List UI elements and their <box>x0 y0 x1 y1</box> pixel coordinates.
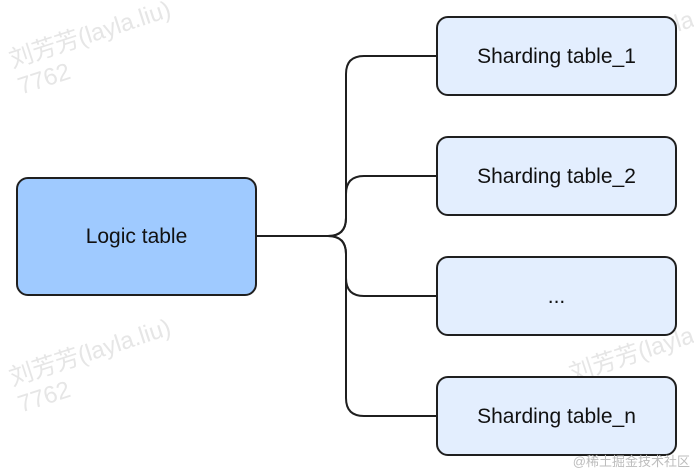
connector-to-child-2 <box>327 175 437 237</box>
sharding-table-ellipsis-label: ... <box>547 284 566 308</box>
sharding-table-n-node: Sharding table_n <box>436 376 677 456</box>
sharding-table-1-label: Sharding table_1 <box>477 44 636 68</box>
logic-table-label: Logic table <box>85 225 188 248</box>
sharding-table-ellipsis-node: ... <box>436 256 677 336</box>
sharding-table-2-node: Sharding table_2 <box>436 136 677 216</box>
source-credit: @稀土掘金技术社区 <box>572 454 690 469</box>
sharding-table-n-label: Sharding table_n <box>477 404 636 428</box>
connector-to-child-4 <box>327 235 437 417</box>
sharding-table-1-node: Sharding table_1 <box>436 16 677 96</box>
sharding-table-2-label: Sharding table_2 <box>477 164 636 188</box>
logic-table-node: Logic table <box>16 177 257 296</box>
connector-to-child-1 <box>327 55 437 237</box>
